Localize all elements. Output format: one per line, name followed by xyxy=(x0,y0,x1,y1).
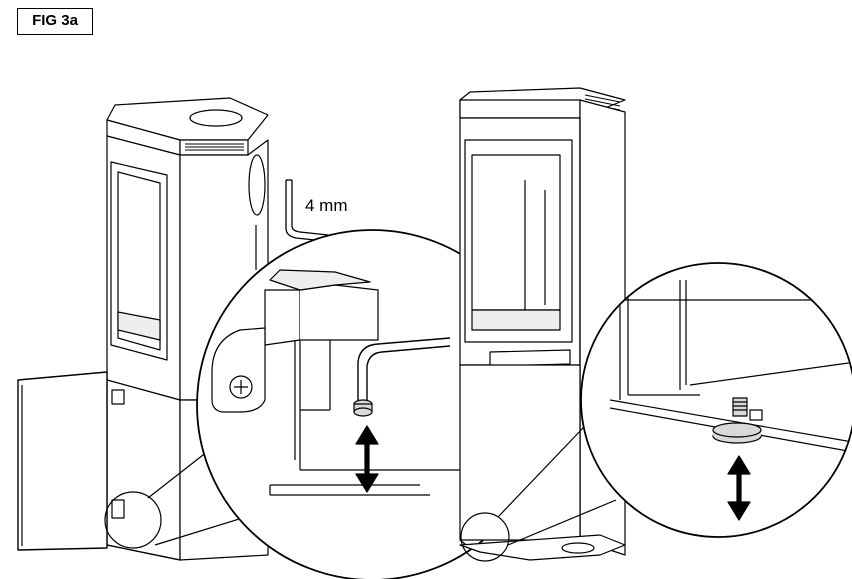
adjust-arrow-right xyxy=(727,455,751,521)
flue-outlet xyxy=(189,109,243,127)
upper-hinge xyxy=(111,389,125,405)
detail-magnifier-right xyxy=(580,262,852,538)
base-opening xyxy=(561,542,595,554)
lower-hinge xyxy=(111,499,125,519)
glass-window xyxy=(110,161,168,361)
top-vent-slots xyxy=(185,143,244,151)
figure-label: FIG 3a xyxy=(17,8,93,35)
detail-circle-right-small xyxy=(460,512,510,562)
open-door-panel xyxy=(17,371,108,551)
allen-key-size-label: 4 mm xyxy=(305,196,348,215)
detail-circle-left-small xyxy=(104,491,162,549)
side-window xyxy=(248,154,266,216)
screw-head xyxy=(229,375,253,399)
right-stove xyxy=(459,87,626,562)
adjust-arrow-left xyxy=(355,425,379,493)
glass-window-right xyxy=(464,139,573,343)
